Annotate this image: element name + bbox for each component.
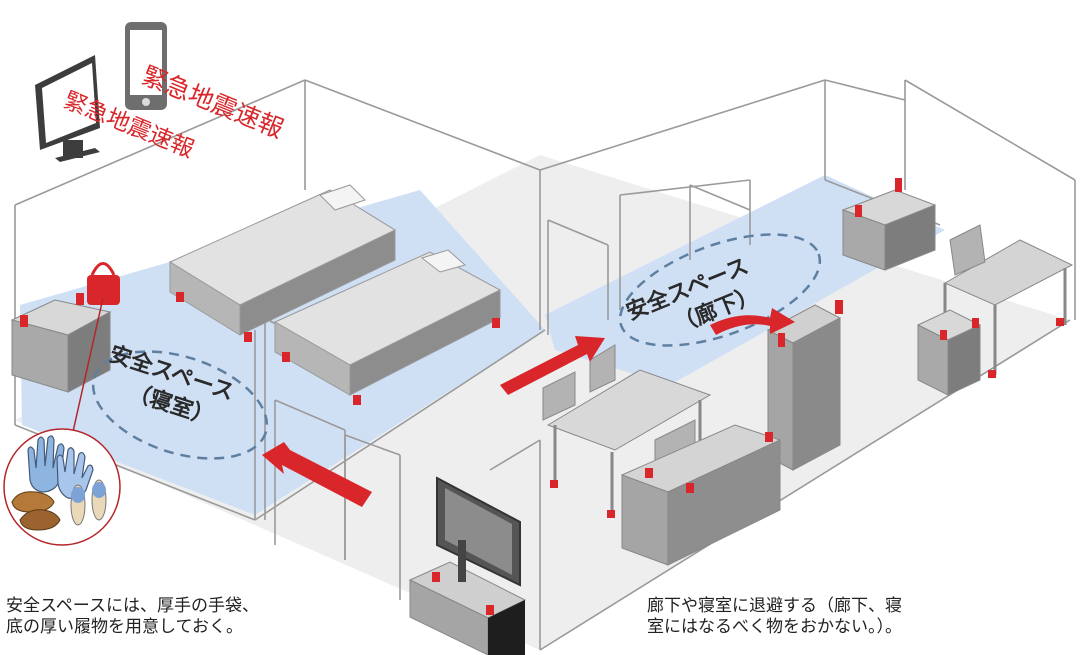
arrow-to-bedroom bbox=[262, 442, 372, 507]
right-caption: 廊下や寝室に退避する（廊下、寝 室にはなるべく物をおかない。）。 bbox=[647, 596, 902, 638]
safety-gear-inset bbox=[3, 428, 121, 546]
dining-chair-2 bbox=[589, 344, 616, 393]
left-caption-line-2: 底の厚い履物を用意しておく。 bbox=[6, 617, 243, 637]
bed-2 bbox=[273, 249, 502, 405]
emergency-bag-icon bbox=[87, 262, 120, 305]
desk-chair bbox=[949, 224, 986, 276]
tv-icon bbox=[35, 55, 100, 162]
tall-shelf bbox=[766, 300, 843, 471]
dining-table bbox=[546, 369, 712, 518]
low-cabinet bbox=[620, 424, 782, 566]
gloves-icon bbox=[27, 435, 94, 499]
right-caption-line-1: 廊下や寝室に退避する（廊下、寝 bbox=[647, 596, 902, 616]
curved-arrow-into-corridor bbox=[710, 308, 795, 335]
right-caption-line-2: 室にはなるべく物をおかない。）。 bbox=[647, 617, 902, 637]
left-caption-line-1: 安全スペースには、厚手の手袋、 bbox=[6, 596, 259, 616]
corridor-cabinet bbox=[841, 178, 937, 271]
arrow-to-corridor bbox=[500, 336, 605, 395]
front-tv bbox=[436, 476, 521, 587]
bed-1 bbox=[168, 184, 397, 342]
desk bbox=[943, 239, 1074, 378]
corridor-safe-ellipse bbox=[618, 233, 822, 347]
left-caption: 安全スペースには、厚手の手袋、 底の厚い履物を用意しておく。 bbox=[6, 596, 259, 638]
slippers-icon bbox=[70, 479, 107, 526]
side-cabinet bbox=[916, 309, 982, 396]
smartphone-icon bbox=[125, 22, 167, 110]
tv-stand bbox=[408, 561, 527, 655]
pointer-line bbox=[69, 297, 104, 446]
dining-chair-1 bbox=[542, 371, 576, 421]
left-cabinet bbox=[10, 293, 112, 393]
bedroom-safe-ellipse bbox=[91, 350, 269, 460]
wooden-shoes-icon bbox=[11, 491, 61, 531]
